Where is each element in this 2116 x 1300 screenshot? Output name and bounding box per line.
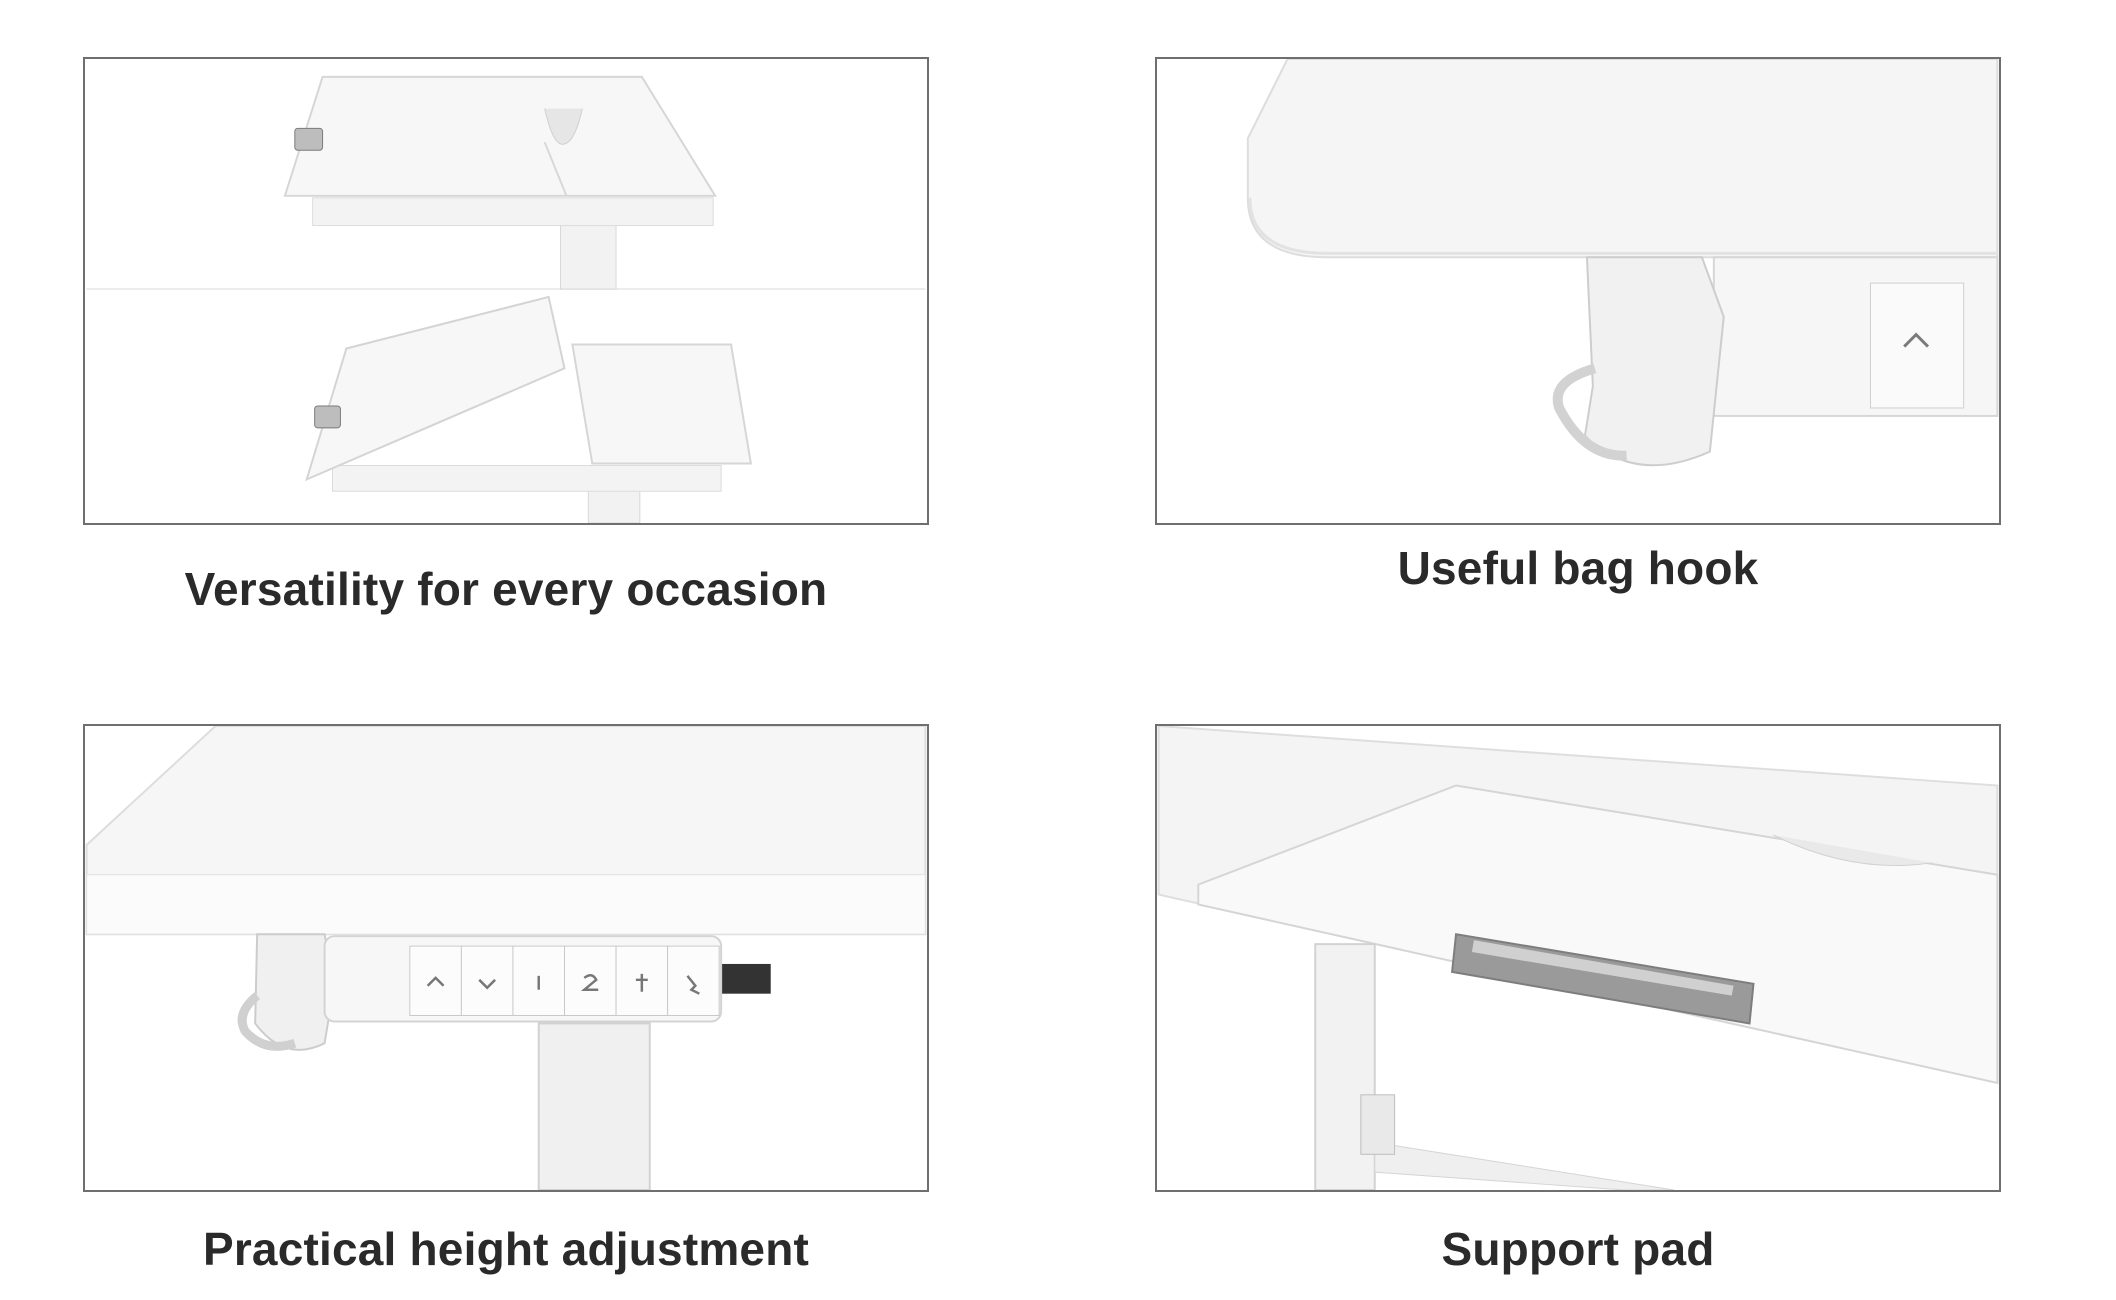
lock-button xyxy=(667,945,720,1016)
preset-2-button xyxy=(564,945,617,1016)
down-button xyxy=(460,945,514,1016)
caption-support-pad: Support pad xyxy=(1441,1223,1715,1275)
support-pad-image xyxy=(1155,724,2001,1192)
lock-icon xyxy=(686,975,700,995)
down-arrow-icon xyxy=(478,978,496,990)
tilting-desktop-illustration xyxy=(86,59,926,523)
preset-2-icon xyxy=(580,974,599,991)
support-pad-illustration xyxy=(1157,726,1999,1190)
bag-hook-image xyxy=(1155,57,2001,525)
caption-bag-hook: Useful bag hook xyxy=(1397,542,1759,594)
control-buttons xyxy=(409,945,720,1016)
standing-person-icon xyxy=(635,973,648,992)
up-arrow-icon xyxy=(426,976,445,987)
caption-versatility: Versatility for every occasion xyxy=(184,563,828,615)
up-button xyxy=(409,945,462,1016)
height-control-panel-image xyxy=(83,724,929,1192)
caption-height-adjustment: Practical height adjustment xyxy=(202,1223,810,1275)
bag-hook-illustration xyxy=(1158,59,1999,523)
up-arrow-icon xyxy=(1903,332,1930,348)
height-control-illustration xyxy=(85,726,927,1190)
tilting-desktop-image xyxy=(83,57,929,525)
